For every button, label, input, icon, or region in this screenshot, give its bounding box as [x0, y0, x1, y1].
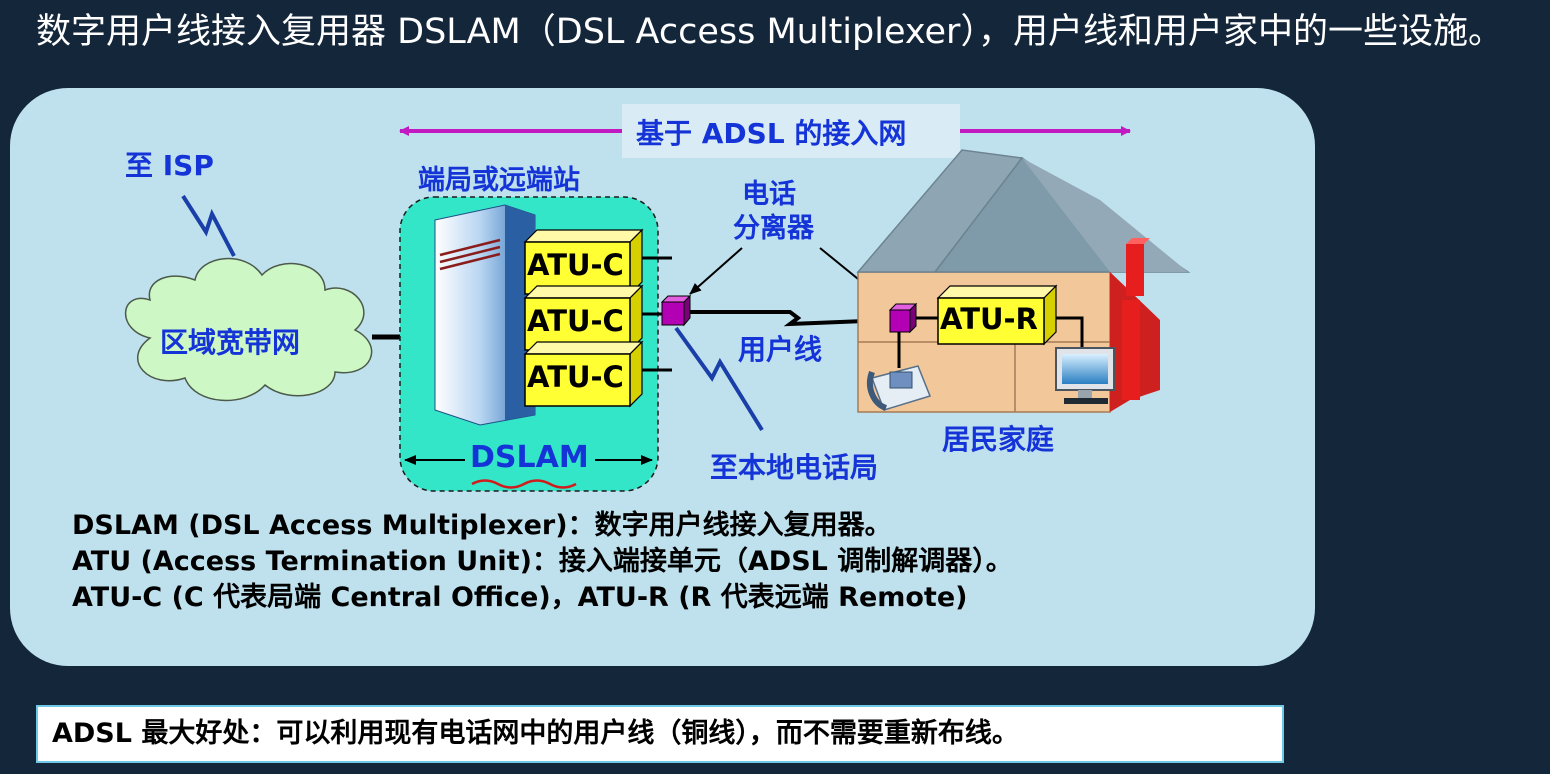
definition-atu: ATU (Access Termination Unit)：接入端接单元（ADS… — [72, 546, 1013, 577]
computer-icon — [1055, 347, 1115, 404]
to-isp-label: 至 ISP — [125, 149, 214, 182]
atu-r-label: ATU-R — [940, 302, 1038, 336]
subscriber-line — [690, 310, 891, 327]
slide-title: 数字用户线接入复用器 DSLAM（DSL Access Multiplexer）… — [36, 12, 1503, 52]
atu-c-label: ATU-C — [527, 248, 624, 282]
dslam-underline-squiggle — [471, 479, 577, 489]
definition-atu-c-r: ATU-C (C 代表局端 Central Office)，ATU-R (R 代… — [72, 582, 968, 613]
local-exchange-label: 至本地电话局 — [710, 451, 879, 484]
atu-c-label: ATU-C — [527, 360, 624, 394]
atu-c-label: ATU-C — [527, 304, 624, 338]
regional-network-cloud — [124, 257, 373, 402]
definitions: DSLAM (DSL Access Multiplexer)：数字用户线接入复用… — [72, 508, 1013, 616]
advantage-callout: ADSL 最大好处：可以利用现有电话网中的用户线（铜线），而不需要重新布线。 — [36, 705, 1284, 763]
dslam-server-icon — [434, 204, 536, 426]
residence-label: 居民家庭 — [942, 423, 1055, 456]
isp-link-bolt — [181, 194, 236, 257]
regional-network-label: 区域宽带网 — [160, 326, 301, 359]
local-exchange-bolt — [674, 326, 764, 432]
splitter-label-line2: 分离器 — [733, 213, 814, 244]
subscriber-line-label: 用户线 — [738, 333, 823, 366]
house-icon — [856, 149, 1191, 413]
splitter-label-line1: 电话 — [742, 179, 796, 210]
access-network-label: 基于 ADSL 的接入网 — [636, 117, 907, 150]
splitter-icon-home — [888, 302, 918, 334]
access-network-label-bg — [622, 104, 960, 158]
atu-r-box — [936, 284, 1058, 346]
atu-c-stack — [523, 228, 672, 408]
telephone-icon — [866, 365, 931, 411]
splitter-icon-office — [660, 294, 692, 327]
central-office-label: 端局或远端站 — [418, 165, 580, 196]
advantage-text: ADSL 最大好处：可以利用现有电话网中的用户线（铜线），而不需要重新布线。 — [52, 718, 1019, 749]
definition-dslam: DSLAM (DSL Access Multiplexer)：数字用户线接入复用… — [72, 510, 892, 541]
dslam-label: DSLAM — [470, 440, 589, 475]
